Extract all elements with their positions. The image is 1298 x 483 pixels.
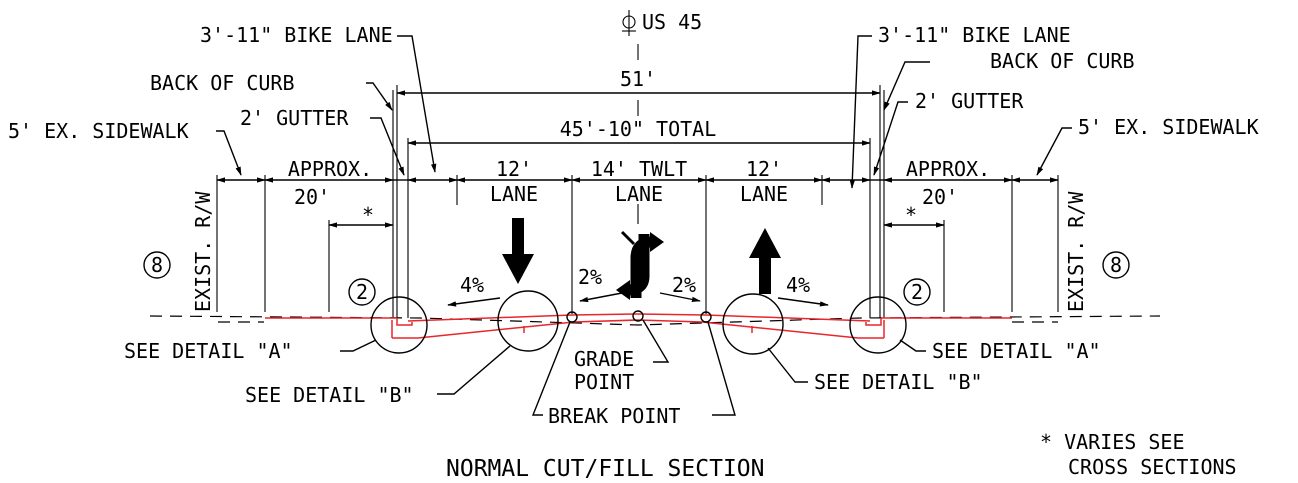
approx-right-value: 20': [922, 185, 958, 209]
back-of-curb-right-leader: [883, 61, 930, 111]
detail-b-right-leader: [767, 347, 808, 383]
bike-lane-right-label: 3'-11" BIKE LANE: [878, 23, 1071, 47]
rw-right-label: EXIST. R/W: [1064, 191, 1088, 312]
slope-right-inner: 2%: [672, 273, 696, 297]
detail-b-right-circle: [722, 293, 784, 355]
lane-left-width: 12': [496, 157, 532, 181]
slope-right-outer-arrow: [777, 297, 829, 307]
slope-right-inner-arrow: [659, 292, 701, 303]
note-8-left: 8: [151, 253, 163, 277]
sidewalk-left-leader: [216, 130, 242, 176]
detail-b-right-label: SEE DETAIL "B": [814, 370, 983, 394]
dimension-chain: [216, 177, 1059, 228]
detail-a-right-leader: [899, 339, 926, 352]
back-of-curb-left-label: BACK OF CURB: [150, 71, 295, 95]
note-2-left: 2: [356, 280, 368, 304]
break-point-label: BREAK POINT: [548, 404, 680, 428]
proposed-pavement: [265, 313, 1012, 339]
bike-lane-left-label: 3'-11" BIKE LANE: [200, 23, 393, 47]
slope-left-outer-arrow: [447, 297, 501, 307]
sidewalk-right-label: 5' EX. SIDEWALK: [1078, 115, 1259, 139]
break-point-right-marker: [700, 311, 712, 323]
section-title: NORMAL CUT/FILL SECTION: [446, 456, 765, 482]
sidewalk-right-leader: [1036, 127, 1072, 176]
break-point-left-marker: [566, 311, 578, 323]
gutter-right-label: 2' GUTTER: [915, 89, 1024, 113]
extension-lines: [216, 85, 1059, 318]
detail-a-left-circle: [370, 296, 428, 354]
northbound-arrow-icon: [749, 228, 781, 294]
break-point-leader-left: [531, 321, 571, 416]
grade-point-marker: [632, 310, 644, 322]
lane-left-label: LANE: [490, 182, 538, 206]
centerline-symbol: [622, 10, 636, 36]
break-point-leader-right: [707, 321, 736, 416]
detail-a-left-label: SEE DETAIL "A": [124, 339, 293, 363]
approx-left-label: APPROX.: [288, 157, 372, 181]
gutter-left-label: 2' GUTTER: [240, 106, 349, 130]
varies-mark-left: *: [362, 203, 374, 227]
lane-right-width: 12': [746, 157, 782, 181]
back-of-curb-right-label: BACK OF CURB: [990, 49, 1135, 73]
rw-left-label: EXIST. R/W: [191, 191, 215, 312]
twlt-label: LANE: [615, 182, 663, 206]
southbound-arrow-icon: [502, 218, 534, 284]
varies-note-line-1: * VARIES SEE: [1040, 430, 1185, 454]
bike-lane-right-leader: [849, 35, 872, 189]
detail-a-right-label: SEE DETAIL "A": [932, 339, 1101, 363]
note-8-right-bubble: [1102, 251, 1130, 279]
back-of-curb-left-leader: [366, 82, 393, 111]
detail-b-left-circle: [497, 290, 559, 352]
note-8-left-bubble: [143, 251, 171, 279]
slope-right-outer: 4%: [786, 273, 810, 297]
varies-note-line-2: CROSS SECTIONS: [1068, 455, 1237, 479]
dimension-51-label: 51': [620, 67, 656, 91]
detail-b-left-leader: [437, 345, 511, 395]
detail-a-right-circle: [849, 296, 907, 354]
dimension-total-label: 45'-10" TOTAL: [560, 117, 717, 141]
detail-b-left-label: SEE DETAIL "B": [245, 383, 414, 407]
grade-point-label-1: GRADE: [574, 347, 634, 371]
note-2-right-bubble: [903, 278, 931, 306]
twlt-width: 14' TWLT: [591, 157, 687, 181]
lane-right-label: LANE: [740, 182, 788, 206]
grade-point-leader: [642, 319, 670, 363]
approx-right-label: APPROX.: [906, 157, 990, 181]
slope-left-inner-arrow: [579, 292, 623, 303]
two-way-left-turn-icon: [616, 230, 664, 300]
bike-lane-left-leader: [397, 35, 437, 173]
slope-left-outer: 4%: [460, 273, 484, 297]
approx-left-value: 20': [294, 185, 330, 209]
sidewalk-left-label: 5' EX. SIDEWALK: [8, 119, 189, 143]
gutter-left-leader: [370, 117, 405, 176]
varies-mark-right: *: [905, 203, 917, 227]
centerline-label: US 45: [642, 10, 702, 34]
note-2-right: 2: [911, 280, 923, 304]
note-8-right: 8: [1110, 253, 1122, 277]
grade-point-label-2: POINT: [574, 370, 634, 394]
detail-a-left-leader: [340, 339, 377, 352]
gutter-right-leader: [873, 101, 908, 176]
slope-left-inner: 2%: [578, 265, 602, 289]
note-2-left-bubble: [348, 278, 376, 306]
